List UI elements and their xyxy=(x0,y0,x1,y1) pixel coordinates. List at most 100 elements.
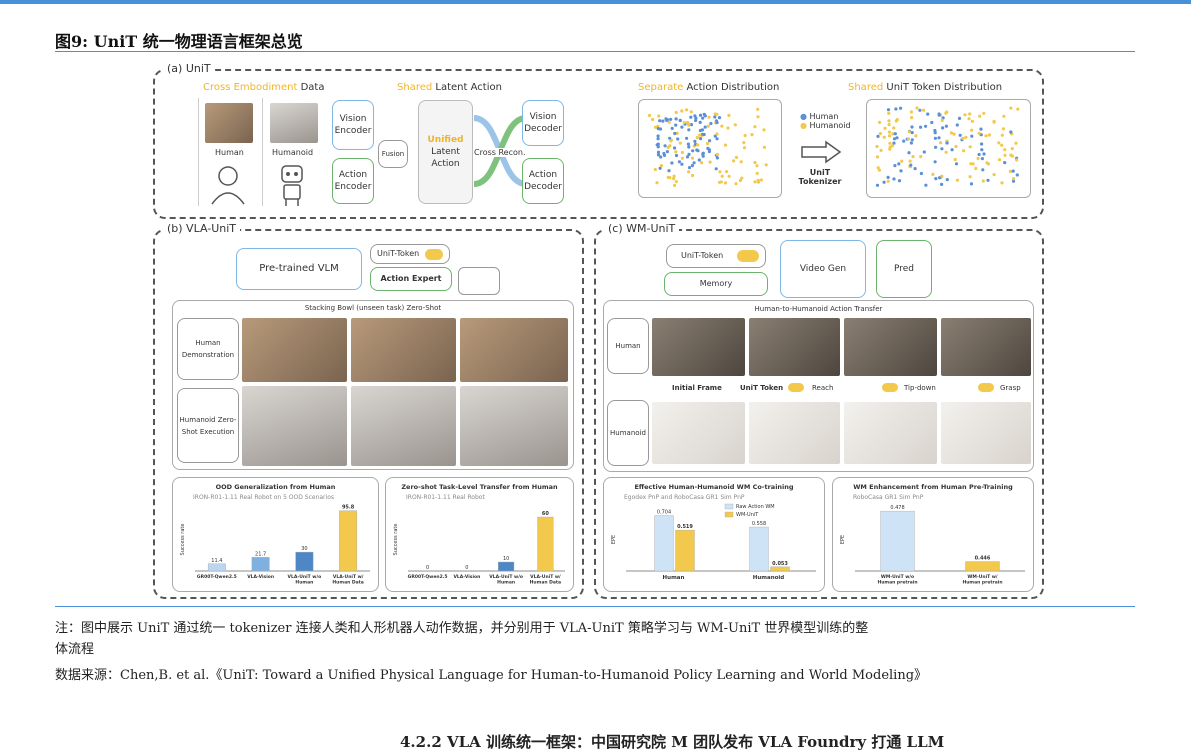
scatter-point xyxy=(661,119,665,123)
scatter-point xyxy=(900,159,904,163)
scatter-point xyxy=(940,174,944,178)
bar-value-label: 0.053 xyxy=(772,561,788,567)
scatter-point xyxy=(698,120,702,124)
vision-encoder-box: Vision Encoder xyxy=(332,100,374,150)
scatter-point xyxy=(713,112,717,116)
scatter-point xyxy=(756,115,760,119)
human-demo-frame-1 xyxy=(242,318,347,382)
scatter-point xyxy=(979,127,983,131)
figure-title: 图9: UniT 统一物理语言框架总览 xyxy=(55,32,303,51)
scatter-point xyxy=(685,155,690,159)
scatter-point xyxy=(914,134,918,138)
scatter-point xyxy=(647,113,652,118)
scatter-point xyxy=(656,153,661,157)
y-axis-label: Success rate xyxy=(393,524,399,556)
scatter-point xyxy=(961,136,965,140)
x-tick-label: Human pretrain xyxy=(962,580,1002,586)
scatter-point xyxy=(701,152,705,156)
shared-scatter xyxy=(866,99,1031,198)
scatter-point xyxy=(756,107,760,111)
scatter-point xyxy=(702,112,706,116)
scatter-point xyxy=(909,163,913,167)
scatter-point xyxy=(696,143,700,147)
x-tick-label: Human xyxy=(295,580,313,586)
x-tick-label: VLA-UniT w/o xyxy=(288,574,322,580)
memory-box: Memory xyxy=(664,272,768,296)
scatter-point xyxy=(694,116,698,120)
scatter-point xyxy=(919,171,923,176)
scatter-point xyxy=(707,149,711,154)
bar-value-label: 0.704 xyxy=(657,510,671,516)
panel-a xyxy=(153,69,1044,219)
scatter-point xyxy=(656,127,660,131)
unit-token-step-label: UniT Token xyxy=(740,384,784,392)
scatter-point xyxy=(674,180,678,184)
scatter-point xyxy=(669,117,673,121)
scatter-point xyxy=(687,170,691,174)
scatter-point xyxy=(924,183,928,187)
scatter-point xyxy=(940,182,944,186)
scatter-point xyxy=(658,119,662,123)
scatter-point xyxy=(1009,153,1013,157)
scatter-point xyxy=(876,134,880,138)
scatter-point xyxy=(977,131,981,135)
scatter-point xyxy=(962,149,966,153)
scatter-point xyxy=(922,108,926,112)
humanoid-label: Humanoid xyxy=(272,148,314,157)
token-pill-2 xyxy=(882,383,898,392)
scatter-point xyxy=(762,128,766,132)
scatter-point xyxy=(675,131,679,135)
scatter-point xyxy=(1008,169,1012,173)
bar xyxy=(654,515,674,572)
scatter-point xyxy=(670,161,674,165)
scatter-point xyxy=(1000,143,1004,147)
scatter-point xyxy=(893,132,897,136)
scatter-point xyxy=(968,145,972,149)
bar xyxy=(880,510,915,572)
human-transfer-frame-3 xyxy=(844,318,937,376)
scatter-point xyxy=(755,164,759,168)
scatter-point xyxy=(937,112,941,116)
bar-value-label: 10 xyxy=(503,556,509,562)
scatter-point xyxy=(663,144,667,148)
scatter-point xyxy=(984,134,988,138)
scatter-point xyxy=(954,144,958,149)
scatter-point xyxy=(907,151,911,155)
scatter-point xyxy=(755,171,759,175)
scatter-point xyxy=(687,122,691,126)
scatter-point xyxy=(715,137,719,141)
scatter-point xyxy=(692,161,696,165)
scatter-point xyxy=(974,166,978,171)
scatter-point xyxy=(695,136,699,140)
scatter-point xyxy=(1002,114,1006,118)
scatter-point xyxy=(978,114,982,118)
chart-zeroshot-box: Zero-shot Task-Level Transfer from Human… xyxy=(385,477,574,592)
scatter-point xyxy=(1000,181,1004,185)
y-axis-label: Success rate xyxy=(180,524,186,556)
title-rule xyxy=(55,51,1135,52)
scatter-point xyxy=(886,179,890,183)
bar xyxy=(339,510,358,572)
scatter-point xyxy=(968,112,972,116)
scatter-point xyxy=(670,126,674,130)
scatter-point xyxy=(672,174,676,178)
scatter-point xyxy=(753,125,757,129)
scatter-point xyxy=(886,108,891,112)
transfer-row-humanoid: Humanoid xyxy=(607,400,649,466)
scatter-point xyxy=(1016,107,1020,111)
x-tick-label: VLA-UniT w/ xyxy=(530,574,561,580)
scatter-point xyxy=(743,133,747,138)
scatter-point xyxy=(706,124,710,128)
scatter-point xyxy=(934,145,938,149)
scatter-point xyxy=(1011,169,1015,173)
scatter-point xyxy=(893,164,897,168)
human-demo-label: Human Demonstration xyxy=(177,318,239,380)
scatter-point xyxy=(656,150,661,154)
scatter-point xyxy=(700,161,704,165)
scatter-point xyxy=(691,149,695,153)
scatter-point xyxy=(668,144,672,148)
x-tick-label: WM-UniT w/o xyxy=(881,574,914,580)
scatter-point xyxy=(977,152,981,157)
scatter-point xyxy=(727,113,731,117)
